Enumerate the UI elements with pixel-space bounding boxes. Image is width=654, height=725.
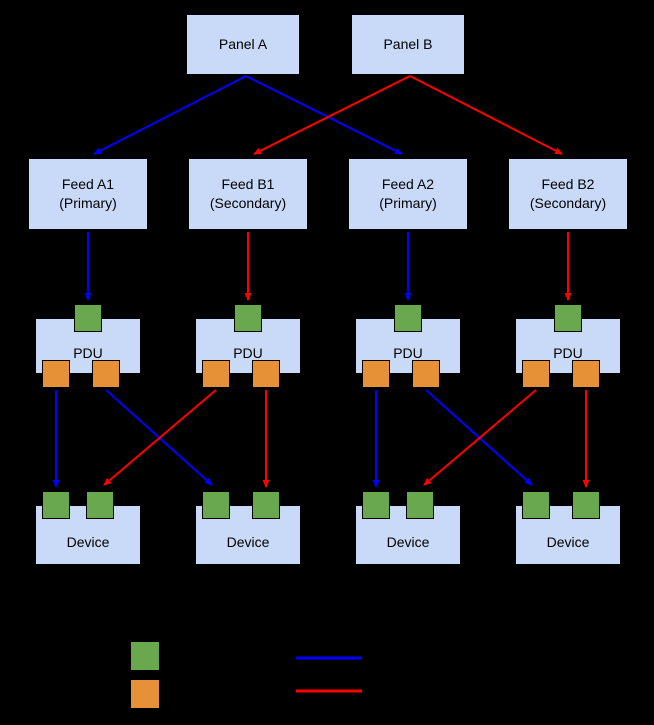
feed-b1-sublabel: (Secondary)	[209, 195, 287, 211]
panel-a-label: Panel A	[218, 36, 268, 52]
device2-input-port-2	[252, 491, 280, 519]
device2-input-port-1	[202, 491, 230, 519]
pdu1-label: PDU	[73, 344, 103, 361]
device3-input-port-1	[362, 491, 390, 519]
feed-a1-box: Feed A1 (Primary)	[28, 158, 148, 230]
device3-label: Device	[386, 533, 430, 550]
device1-input-port-1	[42, 491, 70, 519]
pdu2-output-port-1	[202, 360, 230, 388]
pdu2-label: PDU	[233, 344, 263, 361]
pdu4-output-port-2	[572, 360, 600, 388]
feed-b2-sublabel: (Secondary)	[529, 195, 607, 211]
device2-label: Device	[226, 533, 270, 550]
feed-a2-label: Feed A2	[381, 176, 435, 192]
feed-b1-box: Feed B1 (Secondary)	[188, 158, 308, 230]
pdu4-output-port-1	[522, 360, 550, 388]
pdu1-output-port-1	[42, 360, 70, 388]
pdu1-output-port-2	[92, 360, 120, 388]
device1-label: Device	[66, 533, 110, 550]
pdu3-input-port	[394, 304, 422, 332]
pdu2-input-port	[234, 304, 262, 332]
device3-input-port-2	[406, 491, 434, 519]
edge-pdu4-device3	[423, 389, 537, 486]
pdu3-label: PDU	[393, 344, 423, 361]
edge-panel-b-feed-b1	[253, 75, 411, 155]
legend-orange-square	[130, 679, 160, 709]
feed-a1-sublabel: (Primary)	[59, 195, 117, 211]
panel-a-box: Panel A	[186, 14, 300, 75]
feed-a1-label: Feed A1	[61, 176, 115, 192]
device4-input-port-2	[572, 491, 600, 519]
device4-label: Device	[546, 533, 590, 550]
feed-b1-label: Feed B1	[221, 176, 275, 192]
pdu2-output-port-2	[252, 360, 280, 388]
panel-b-label: Panel B	[383, 36, 433, 52]
pdu3-output-port-1	[362, 360, 390, 388]
device4-input-port-1	[522, 491, 550, 519]
pdu4-label: PDU	[553, 344, 583, 361]
feed-a2-box: Feed A2 (Primary)	[348, 158, 468, 230]
feed-b2-label: Feed B2	[541, 176, 595, 192]
device1-input-port-2	[86, 491, 114, 519]
panel-b-box: Panel B	[351, 14, 465, 75]
edge-pdu2-device1	[103, 389, 217, 486]
feed-b2-box: Feed B2 (Secondary)	[508, 158, 628, 230]
pdu1-input-port	[74, 304, 102, 332]
edge-panel-b-feed-b2	[409, 75, 563, 155]
edge-panel-a-feed-a2	[245, 75, 403, 155]
pdu3-output-port-2	[412, 360, 440, 388]
edge-panel-a-feed-a1	[93, 75, 247, 155]
legend-green-square	[130, 641, 160, 671]
pdu4-input-port	[554, 304, 582, 332]
feed-a2-sublabel: (Primary)	[379, 195, 437, 211]
